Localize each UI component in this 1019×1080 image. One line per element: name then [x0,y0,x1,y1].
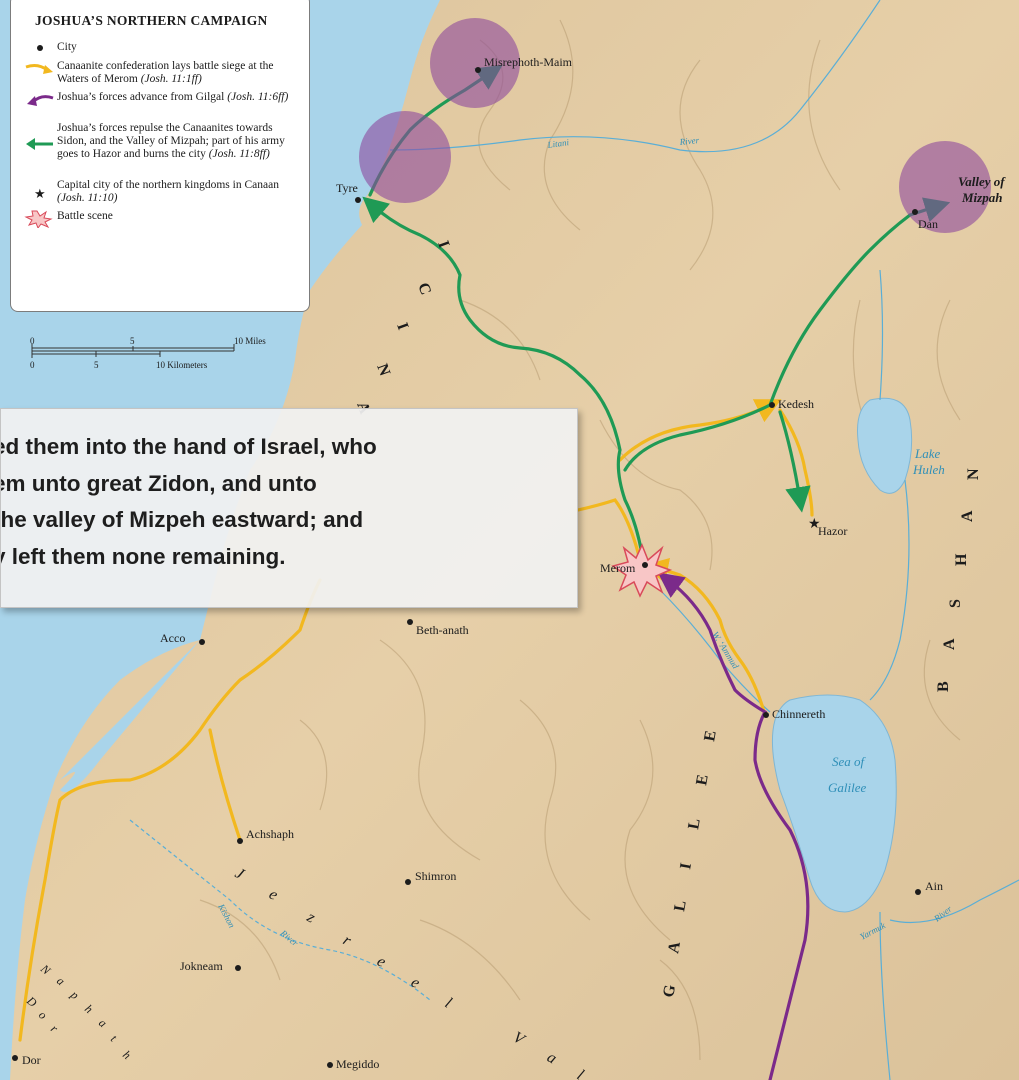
legend-row-purple: Joshua’s forces advance from Gilgal (Jos… [23,91,299,117]
label-sea-of: Sea of [832,754,867,769]
route-purple [657,572,810,1080]
map-legend: JOSHUA’S NORTHERN CAMPAIGN City Canaanit… [10,0,310,312]
legend-text: Canaanite confederation lays battle sieg… [57,60,274,85]
legend-ref: (Josh. 11:6ff) [227,91,289,103]
legend-row-capital: ★ Capital city of the northern kingdoms … [23,179,299,205]
battle-burst-icon [23,210,57,230]
legend-row-city: City [23,41,299,55]
yellow-arrow-icon [23,60,57,86]
label-bashan: N A H S A B [935,466,982,692]
legend-text: City [57,41,77,53]
scripture-quote-text: ed them into the hand of Israel, who em … [0,434,377,569]
label-litani: Litani [546,137,570,150]
scale-km-5: 5 [94,360,99,370]
bashan-letter: B [935,679,952,692]
legend-row-green: Joshua’s forces repulse the Canaanites t… [23,122,299,174]
city-achshaph: Achshaph [246,827,294,841]
label-galilee: Galilee [828,780,866,795]
label-valley-of: Valley of [958,174,1006,189]
scale-km-10: 10 Kilometers [156,360,208,370]
legend-text: Capital city of the northern kingdoms in… [57,179,279,191]
scripture-quote-box: ed them into the hand of Israel, who em … [0,408,578,608]
legend-title: JOSHUA’S NORTHERN CAMPAIGN [35,13,268,28]
bashan-letter: H [953,552,970,566]
city-dor: Dor [22,1053,41,1067]
haifa-bay [60,640,200,792]
scale-miles-10: 10 Miles [234,336,266,346]
legend-ref: (Josh. 11:10) [57,192,118,204]
galilee-letter: G [660,982,679,999]
city-misrephoth-maim: Misrephoth-Maim [484,55,573,69]
label-galilee: E E L I L A G [660,727,720,998]
city-acco: Acco [160,631,185,645]
legend-row-yellow: Canaanite confederation lays battle sieg… [23,60,299,86]
sea-of-galilee [771,694,897,913]
legend-text: Joshua’s forces advance from Gilgal [57,91,225,103]
bashan-letter: N [965,466,982,480]
city-dots [12,67,921,1068]
city-beth-anath: Beth-anath [416,623,469,637]
scale-miles-0: 0 [30,336,35,346]
city-chinnereth: Chinnereth [772,707,825,721]
bashan-letter: A [941,636,958,650]
galilee-letter: I [677,860,695,871]
legend-ref: (Josh. 11:8ff) [208,148,270,160]
capital-star-icon: ★ [808,516,821,532]
city-megiddo: Megiddo [336,1057,379,1071]
terrain-shading [199,19,961,1061]
rivers [129,0,1019,1080]
star-icon: ★ [23,179,57,205]
legend-text: Joshua’s forces repulse the Canaanites t… [57,122,285,160]
city-dan: Dan [918,217,938,231]
highlight-circles [359,18,991,233]
city-ain: Ain [925,879,943,893]
green-arrow-icon [23,122,57,174]
lake-huleh [857,397,913,494]
city-kedesh: Kedesh [778,397,814,411]
city-jokneam: Jokneam [180,959,223,973]
battle-burst-icon [611,543,673,598]
bashan-letter: A [959,508,976,522]
legend-ref: (Josh. 11:1ff) [140,73,202,85]
scale-miles-5: 5 [130,336,135,346]
scale-bar: 0 5 10 Miles 0 5 10 Kilometers [30,336,266,370]
legend-row-battle: Battle scene [23,210,299,230]
city-dot-icon [23,41,57,55]
svg-text:★: ★ [34,186,46,201]
phoenicia-letter: C [414,281,435,300]
label-mizpah: Mizpah [961,190,1002,205]
label-huleh: Huleh [912,462,945,477]
phoenicia-letter: N [373,362,394,381]
purple-arrow-icon [23,91,57,117]
city-hazor: Hazor [818,524,847,538]
label-river-litani: River [678,135,700,147]
city-tyre: Tyre [336,181,358,195]
scale-km-0: 0 [30,360,35,370]
label-lake: Lake [914,446,941,461]
galilee-letter: E [701,727,720,742]
city-shimron: Shimron [415,869,456,883]
city-merom: Merom [600,561,636,575]
legend-text: Battle scene [57,210,113,222]
route-yellow [18,399,814,1042]
bashan-letter: S [947,597,964,608]
galilee-letter: E [693,771,712,786]
galilee-letter: A [665,938,684,954]
galilee-letter: L [671,897,690,912]
galilee-letter: L [685,815,704,830]
